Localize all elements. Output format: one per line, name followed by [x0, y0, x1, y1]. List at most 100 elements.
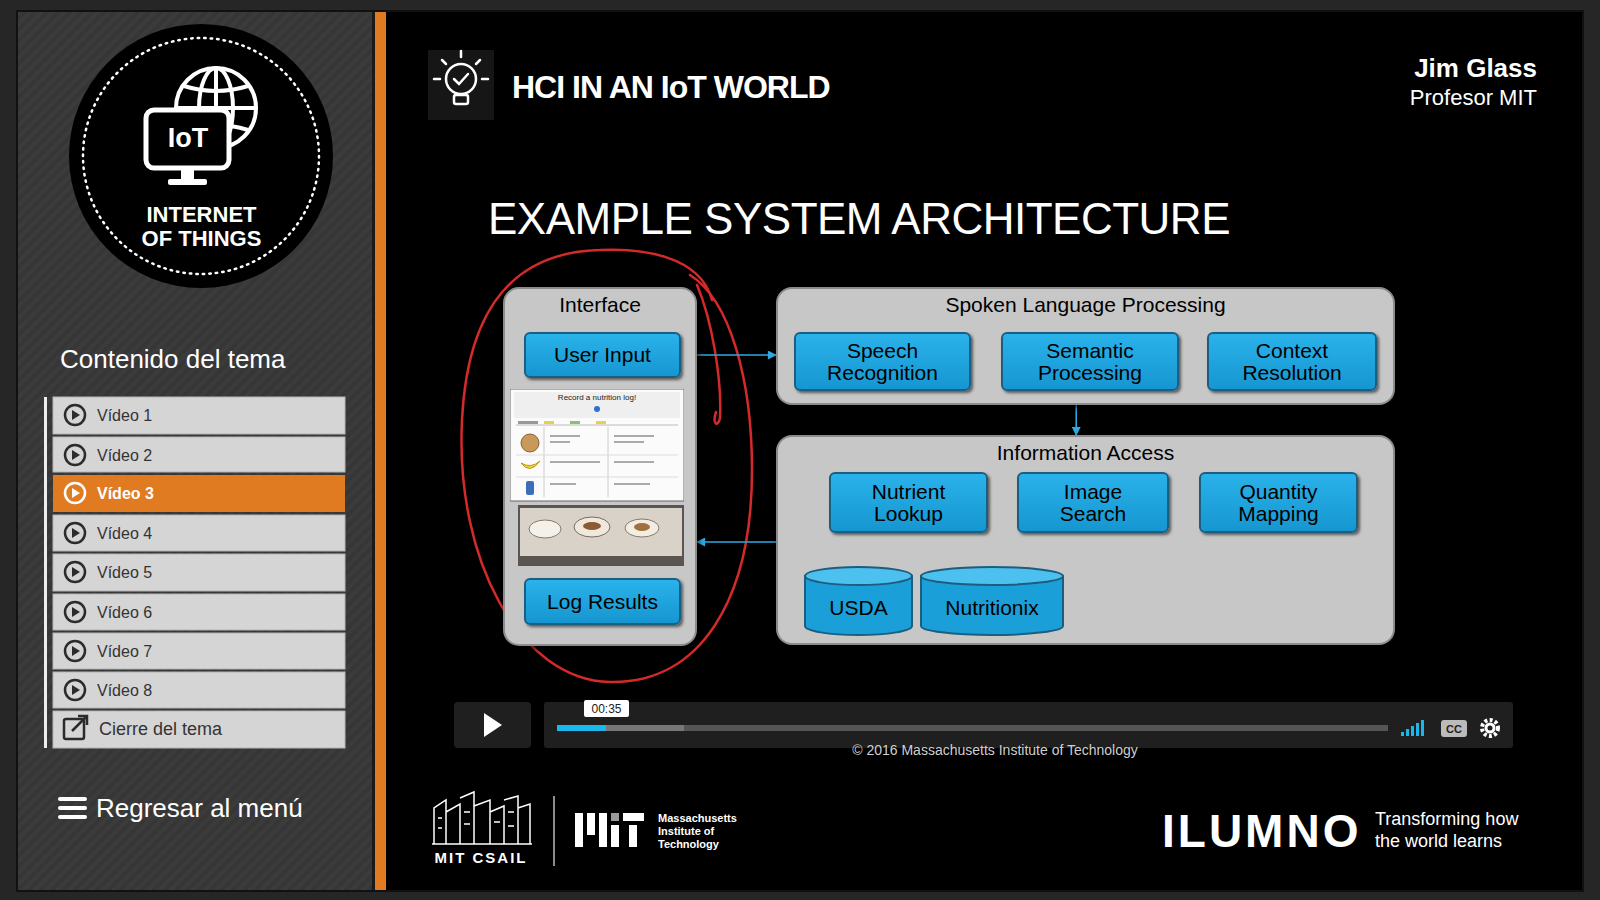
lightbulb-icon	[428, 50, 494, 120]
lesson-item: Vídeo 2	[97, 437, 337, 474]
accent-bar	[375, 12, 386, 890]
lesson-list	[72, 685, 80, 695]
lesson-list	[65, 445, 85, 465]
lab-logo-text: MIT CSAIL	[424, 848, 538, 866]
app-screenshot	[550, 441, 570, 443]
app-screenshot	[574, 517, 610, 537]
app-screenshot	[518, 505, 684, 566]
app-screenshot	[516, 425, 678, 426]
lesson-list	[64, 405, 87, 739]
video-player-bar	[557, 725, 1388, 731]
video-player-bar	[484, 713, 502, 737]
lightbulb-icon	[454, 95, 468, 104]
cylinder-top	[805, 567, 912, 585]
main-panel	[386, 12, 1582, 890]
lesson-list	[65, 483, 85, 503]
lesson-list	[65, 602, 85, 622]
app-screenshot	[516, 455, 678, 456]
sidebar-panel	[18, 12, 372, 890]
process-box: Speech Recognition	[794, 332, 971, 391]
lesson-item: Vídeo 8	[97, 672, 337, 709]
video-player-bar	[1401, 732, 1404, 736]
frame-border	[17, 11, 1583, 891]
institute-name: Massachusetts Institute of Technology	[658, 809, 750, 853]
cylinder-top	[921, 567, 1063, 585]
sidebar-heading: Contenido del tema	[60, 341, 360, 377]
box-label: User Input	[554, 344, 651, 366]
lesson-list	[72, 646, 80, 656]
box-label: Semantic Processing	[1015, 340, 1165, 384]
lesson-item: Vídeo 5	[97, 554, 337, 591]
lightbulb-icon	[454, 74, 468, 84]
app-screenshot	[516, 477, 678, 478]
lesson-list	[53, 475, 345, 512]
box-label: Nutrient Lookup	[841, 481, 976, 525]
lesson-list	[65, 641, 85, 661]
app-screenshot	[614, 461, 654, 463]
mit-logo	[575, 813, 644, 847]
video-time: 00:35	[584, 700, 629, 717]
lightbulb-icon	[428, 50, 494, 120]
video-player-bar	[1485, 723, 1496, 734]
box-label: USDA	[829, 583, 887, 619]
captions-badge: CC	[1441, 720, 1467, 737]
video-player-bar	[544, 702, 1513, 748]
app-screenshot	[550, 435, 654, 485]
lesson-item: Vídeo 6	[97, 594, 337, 631]
lesson-list	[65, 523, 85, 543]
logo-caption: INTERNET OF THINGS	[134, 200, 269, 254]
lesson-item: Vídeo 3	[97, 475, 337, 512]
app-screenshot	[521, 434, 539, 452]
closing-link: Cierre del tema	[99, 711, 339, 748]
csail-logo	[432, 792, 532, 844]
app-screenshot	[544, 427, 545, 497]
lesson-list	[53, 711, 345, 748]
lightbulb-icon	[476, 60, 480, 64]
app-screenshot	[614, 483, 650, 485]
lesson-item: Vídeo 4	[97, 515, 337, 552]
copyright-notice: © 2016 Massachusetts Institute of Techno…	[745, 741, 1245, 759]
lesson-list	[53, 594, 345, 630]
mit-logo	[611, 825, 619, 847]
lesson-list	[53, 633, 345, 669]
video-player-bar	[454, 702, 531, 748]
csail-logo	[432, 792, 532, 844]
app-screenshot	[520, 508, 682, 556]
logo-divider	[553, 796, 555, 866]
iot-logo	[83, 38, 319, 274]
lesson-list	[65, 680, 85, 700]
box-label: Speech Recognition	[808, 340, 958, 384]
app-screenshot	[529, 520, 561, 538]
app-screenshot	[608, 427, 609, 497]
menu-icon	[58, 797, 87, 819]
presenter-name: Jim Glass	[1287, 52, 1537, 84]
app-screenshot	[550, 461, 600, 463]
app-screenshot	[550, 435, 580, 437]
video-player-bar	[1482, 720, 1498, 736]
app-screenshot	[544, 421, 554, 424]
app-screenshot	[514, 392, 680, 418]
logo-text: IoT	[157, 121, 219, 155]
mit-logo	[575, 813, 583, 847]
app-screenshot	[526, 481, 534, 495]
sidebar-gap	[372, 12, 375, 890]
lesson-list	[72, 410, 80, 420]
box-label: Context Resolution	[1220, 340, 1365, 384]
lesson-list	[53, 397, 345, 434]
box-label: Image Search	[1038, 481, 1148, 525]
flow-arrow	[697, 354, 776, 356]
lesson-list	[53, 554, 345, 591]
iot-logo	[69, 24, 333, 288]
lesson-list	[53, 515, 345, 551]
flow-arrow	[1075, 405, 1077, 435]
app-screenshot	[625, 519, 659, 537]
lightbulb-icon	[460, 51, 463, 57]
process-box: Quantity Mapping	[1199, 472, 1358, 533]
brand-tagline: Transforming how the world learns	[1375, 806, 1540, 854]
group-title: Interface	[505, 292, 695, 318]
app-screenshot	[614, 441, 644, 443]
process-box: User Input	[524, 332, 681, 378]
